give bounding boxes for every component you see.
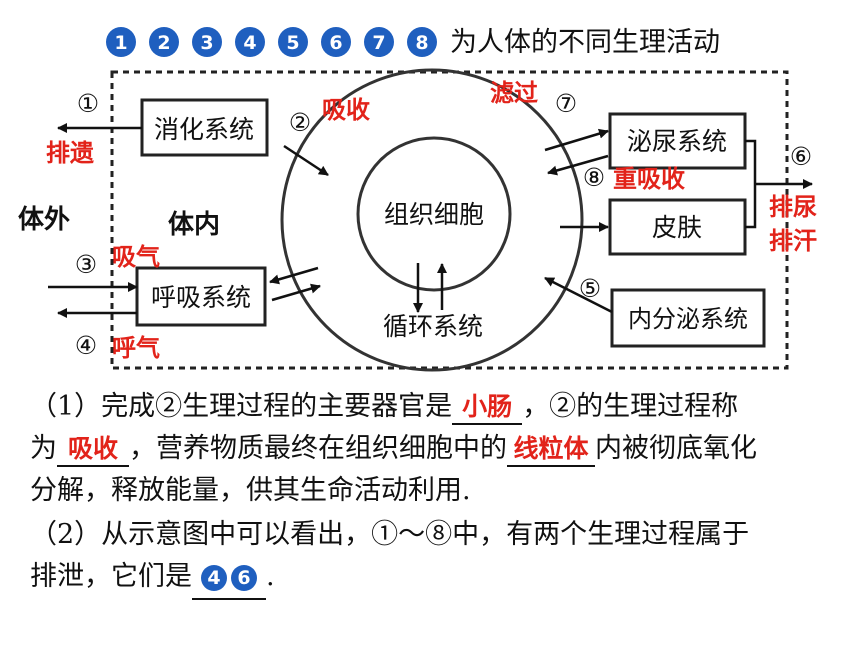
- label-urinate: 排尿: [769, 193, 817, 221]
- marker-6: ⑥: [790, 142, 812, 171]
- badge-3: 3: [192, 27, 222, 57]
- question-2-line-1: （2）从示意图中可以看出，①～⑧中，有两个生理过程属于: [30, 514, 749, 556]
- badge-6: 6: [321, 27, 351, 57]
- question-1-line-2: 为吸收，营养物质最终在组织细胞中的线粒体内被彻底氧化: [30, 428, 757, 470]
- digestive-system-box: 消化系统: [140, 98, 269, 157]
- answer-badge-6: 6: [231, 564, 257, 591]
- question-1-line-1: （1）完成②生理过程的主要器官是小肠，②的生理过程称: [30, 386, 738, 428]
- q1-text-e: 内被彻底氧化: [595, 433, 757, 464]
- q1-text-f: 分解，释放能量，供其生命活动利用.: [30, 475, 471, 506]
- badge-1: 1: [106, 27, 136, 57]
- answer-absorption: 吸收: [57, 433, 129, 467]
- marker-2: ②: [289, 108, 311, 137]
- arrow-lung-to-blood: [271, 283, 321, 302]
- q2-text-c: .: [266, 561, 275, 592]
- q1-text-d: ，营养物质最终在组织细胞中的: [129, 433, 507, 464]
- outside-label: 体外: [18, 205, 70, 235]
- header-number-badges: 1 2 3 4 5 6 7 8: [106, 27, 437, 57]
- svg-text:内分泌系统: 内分泌系统: [628, 305, 748, 333]
- svg-text:8: 8: [415, 32, 428, 54]
- svg-text:泌尿系统: 泌尿系统: [627, 127, 727, 156]
- label-absorb: 吸收: [322, 96, 370, 124]
- svg-text:4: 4: [243, 32, 256, 54]
- svg-text:5: 5: [286, 32, 299, 54]
- tissue-cell-label: 组织细胞: [384, 200, 484, 229]
- q1-text-a: （1）完成②生理过程的主要器官是: [30, 391, 453, 422]
- circulation-label: 循环系统: [383, 312, 483, 341]
- physiology-diagram: 1 2 3 4 5 6 7 8 为人体的不同生理活动 组织细胞 循环系统 消化系…: [18, 27, 860, 372]
- label-reabsorb: 重吸收: [613, 165, 685, 193]
- badge-2: 2: [149, 27, 179, 57]
- badge-8: 8: [407, 27, 437, 57]
- svg-text:2: 2: [157, 32, 170, 54]
- header-caption: 为人体的不同生理活动: [450, 27, 720, 58]
- respiratory-system-box: 呼吸系统: [135, 266, 267, 327]
- svg-text:1: 1: [114, 32, 127, 54]
- arrow-blood-to-lung: [269, 266, 319, 285]
- skin-box: 皮肤: [608, 198, 747, 256]
- circulation-ring: [280, 68, 584, 372]
- q1-text-c: 为: [30, 433, 57, 464]
- marker-3: ③: [75, 250, 97, 279]
- label-egestion: 排遗: [46, 139, 94, 167]
- markers: ① ② ③ ④ ⑤ ⑥ ⑦ ⑧: [75, 89, 812, 360]
- svg-text:6: 6: [329, 32, 342, 54]
- label-sweat: 排汗: [769, 227, 817, 255]
- badge-5: 5: [278, 27, 308, 57]
- label-filter: 滤过: [490, 79, 538, 107]
- marker-8: ⑧: [583, 163, 605, 192]
- endocrine-system-box: 内分泌系统: [610, 288, 766, 348]
- q1-text-b: ，②的生理过程称: [522, 391, 739, 422]
- q2-text-b: 排泄，它们是: [30, 561, 192, 592]
- urinary-system-box: 泌尿系统: [608, 112, 747, 170]
- marker-5: ⑤: [579, 274, 601, 303]
- arrow-absorb: [283, 144, 329, 177]
- marker-7: ⑦: [555, 89, 577, 118]
- svg-text:消化系统: 消化系统: [154, 115, 254, 144]
- tissue-cell-circle: [356, 136, 512, 292]
- answer-small-intestine: 小肠: [452, 391, 523, 425]
- badge-7: 7: [364, 27, 394, 57]
- q2-text-a: （2）从示意图中可以看出，①～⑧中，有两个生理过程属于: [30, 519, 750, 550]
- svg-text:3: 3: [200, 32, 213, 54]
- arrow-endocrine: [544, 276, 613, 314]
- arrow-filter: [544, 128, 609, 152]
- inside-label: 体内: [168, 210, 220, 240]
- bracket-excretion: [745, 139, 812, 229]
- answer-mitochondria: 线粒体: [507, 433, 595, 467]
- label-exhale: 呼气: [112, 334, 160, 362]
- svg-text:皮肤: 皮肤: [652, 213, 702, 242]
- label-inhale: 吸气: [112, 243, 160, 271]
- svg-text:7: 7: [372, 32, 385, 54]
- marker-4: ④: [75, 331, 97, 360]
- svg-text:呼吸系统: 呼吸系统: [151, 283, 251, 312]
- question-1-line-3: 分解，释放能量，供其生命活动利用.: [30, 470, 471, 512]
- badge-4: 4: [235, 27, 265, 57]
- answer-badge-4: 4: [201, 564, 227, 591]
- body-boundary: [110, 70, 789, 370]
- arrow-reabsorb: [547, 154, 609, 176]
- marker-1: ①: [77, 89, 99, 118]
